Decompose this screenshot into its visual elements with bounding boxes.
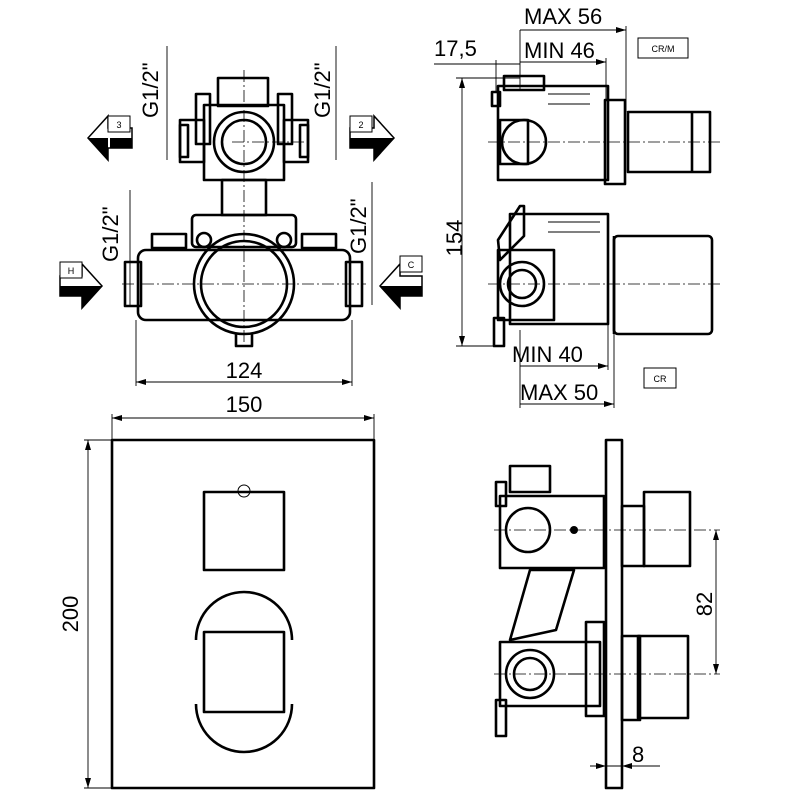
variant-label-bottom: CR [654,374,667,384]
plate-thickness-label: 8 [632,742,644,767]
bottom-depth-max-label: MAX 50 [520,380,598,405]
side-view-assembled [494,438,720,790]
port-2-arrow-icon: 2 [349,114,396,162]
thread-label-top-right: G1/2" [310,62,335,118]
side-view-valve-body [434,26,722,408]
top-depth-max-label: MAX 56 [524,4,602,29]
side-height-label: 154 [442,220,467,257]
cold-inlet-arrow-icon: C [378,255,423,310]
cold-inlet-label: C [408,260,415,270]
port-3-arrow-icon: 3 [86,114,133,162]
hot-inlet-arrow-icon: H [59,261,104,310]
top-depth-min-label: MIN 46 [524,38,595,63]
thread-label-mid-right: G1/2" [346,198,371,254]
front-view-valve-body [122,46,373,386]
hot-inlet-label: H [68,266,75,276]
plate-width-label: 150 [226,392,263,417]
axis-spacing-label: 82 [692,592,717,616]
body-width-label: 124 [226,358,263,383]
front-view-cover-plate [84,414,376,790]
thread-label-top-left: G1/2" [138,62,163,118]
bottom-depth-min-label: MIN 40 [512,342,583,367]
offset-label: 17,5 [434,36,477,61]
variant-label-top: CR/M [652,44,675,54]
thread-label-mid-left: G1/2" [98,206,123,262]
port-2-label: 2 [358,120,363,130]
plate-height-label: 200 [58,596,83,633]
port-3-label: 3 [116,120,121,130]
